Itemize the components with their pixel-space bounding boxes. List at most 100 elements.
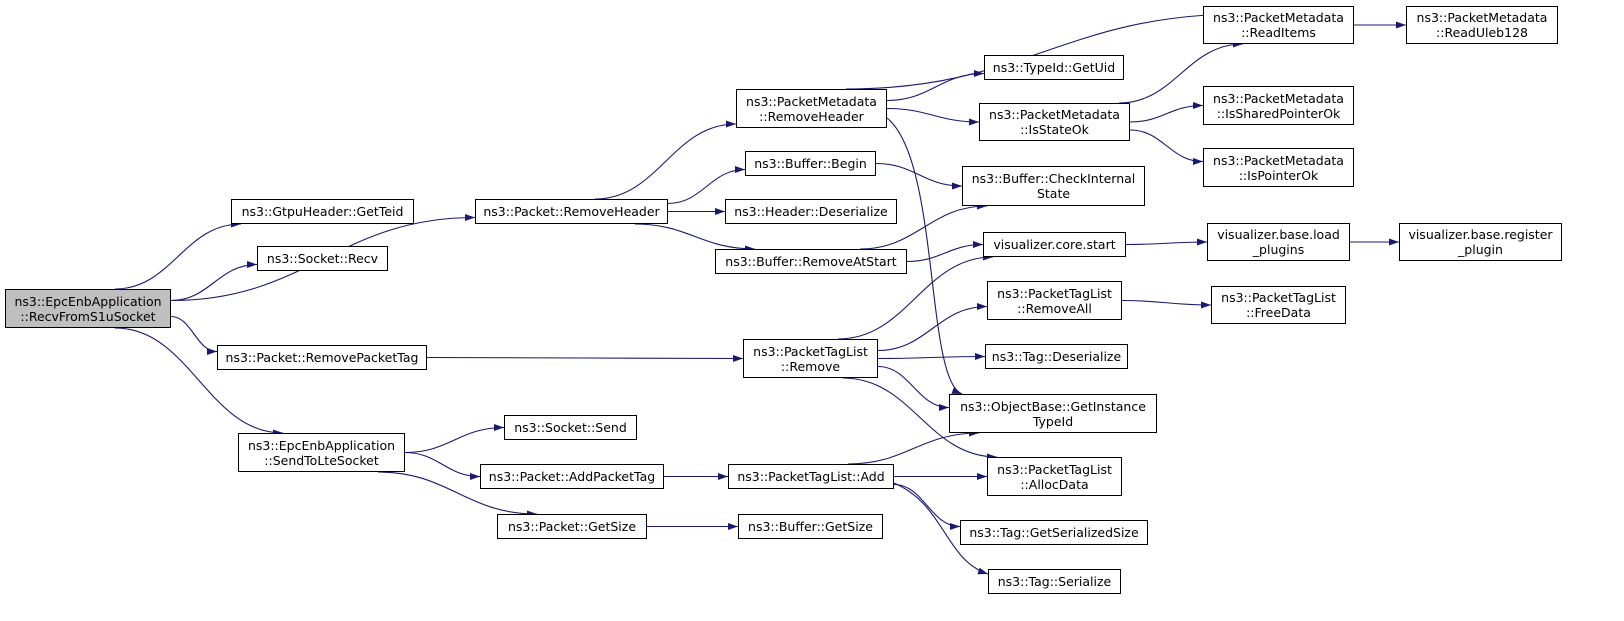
call-edge-ptl-remove-to-objectbase-get-instance-typeid [877,365,950,411]
node-label-line: _plugins [1252,242,1305,257]
node-label-line: ns3::PacketMetadata [1416,10,1548,25]
node-label-line: ns3::GtpuHeader::GetTeid [241,204,404,219]
call-edge-packet-remove-packet-tag-to-ptl-remove [426,354,744,362]
node-label-line: ns3::Packet::RemovePacketTag [225,350,419,365]
node-label-line: visualizer.base.load [1217,227,1340,242]
node-label-line: ns3::PacketTagList [997,285,1112,301]
node-label-line: ns3::Header::Deserialize [734,204,888,219]
node-label-line: ns3::Buffer::GetSize [748,519,873,534]
call-edge-packet-remove-header-to-buffer-begin [667,166,746,205]
node-label-line: ns3::Tag::Deserialize [991,349,1122,364]
node-packet-remove-packet-tag[interactable]: ns3::Packet::RemovePacketTag [217,345,427,370]
node-tag-get-serialized-size[interactable]: ns3::Tag::GetSerializedSize [960,520,1148,545]
call-edge-ptl-remove-to-tag-deserialize [877,353,986,361]
call-edge-ptl-add-to-tag-get-serialized-size [893,483,961,530]
node-label-line: ns3::PacketTagList::Add [737,469,885,484]
call-edge-pm-remove-header-to-typeid-get-uid [886,70,985,102]
node-packet-metadata-is-shared-pointer-ok[interactable]: ns3::PacketMetadata::IsSharedPointerOk [1203,86,1354,125]
node-label-line: ::IsStateOk [1020,122,1089,137]
node-label-line: ::FreeData [1246,305,1311,320]
node-header-deserialize[interactable]: ns3::Header::Deserialize [725,199,897,224]
node-send-to-lte-socket[interactable]: ns3::EpcEnbApplication::SendToLteSocket [238,433,405,472]
node-visualizer-core-start[interactable]: visualizer.core.start [983,232,1126,257]
node-buffer-get-size[interactable]: ns3::Buffer::GetSize [738,514,883,539]
node-label-line: ::RemoveHeader [759,108,864,124]
node-socket-recv[interactable]: ns3::Socket::Recv [257,246,388,271]
call-edge-buffer-remove-at-start-to-visualizer-core-start [906,241,984,263]
node-packet-tag-list-remove[interactable]: ns3::PacketTagList::Remove [743,339,878,378]
node-label-line: ns3::Socket::Recv [266,251,379,266]
call-edge-pm-is-state-ok-to-pm-is-shared-pointer-ok [1129,102,1204,123]
node-label-line: ns3::Buffer::RemoveAtStart [725,254,897,269]
node-label-line: ns3::PacketTagList [997,461,1112,477]
node-buffer-begin[interactable]: ns3::Buffer::Begin [745,151,876,176]
node-packet-metadata-is-state-ok[interactable]: ns3::PacketMetadata::IsStateOk [979,103,1130,141]
node-label-line: ns3::Buffer::Begin [754,156,867,171]
node-label-line: ::SendToLteSocket [264,452,379,468]
call-edge-buffer-remove-at-start-to-buffer-check-internal-state [859,202,988,250]
node-typeid-get-uid[interactable]: ns3::TypeId::GetUid [984,55,1124,80]
node-label-line: ns3::PacketTagList [753,343,868,359]
node-label-line: TypeId [1032,413,1074,429]
node-label-line: ::RecvFromS1uSocket [20,308,156,324]
node-packet-add-packet-tag[interactable]: ns3::Packet::AddPacketTag [480,464,664,489]
node-label-line: State [1036,186,1071,201]
node-visualizer-base-register-plugin[interactable]: visualizer.base.register_plugin [1399,223,1562,261]
node-packet-metadata-is-pointer-ok[interactable]: ns3::PacketMetadata::IsPointerOk [1203,148,1354,187]
call-edge-buffer-begin-to-buffer-check-internal-state [875,162,963,190]
node-packet-tag-list-free-data[interactable]: ns3::PacketTagList::FreeData [1211,286,1346,324]
node-label-line: ns3::PacketMetadata [746,93,877,109]
node-label-line: ns3::Packet::RemoveHeader [483,204,660,219]
node-label-line: ns3::Tag::GetSerializedSize [969,525,1139,540]
node-buffer-remove-at-start[interactable]: ns3::Buffer::RemoveAtStart [715,249,907,274]
call-edge-send-to-lte-socket-to-packet-get-size [377,471,538,518]
call-edge-ptl-remove-to-ptl-remove-all [877,303,988,352]
node-packet-metadata-read-uleb128[interactable]: ns3::PacketMetadata::ReadUleb128 [1406,6,1558,44]
node-label-line: visualizer.base.register [1408,227,1553,242]
node-label-line: ns3::PacketMetadata [1213,90,1344,106]
call-edge-pm-remove-header-to-pm-read-items [845,10,1244,90]
node-packet-get-size[interactable]: ns3::Packet::GetSize [497,514,647,539]
node-recv-from-s1u-socket[interactable]: ns3::EpcEnbApplication::RecvFromS1uSocke… [5,289,171,328]
call-edge-pm-remove-header-to-objectbase-get-instance-typeid [886,117,963,395]
node-label-line: ns3::PacketMetadata [989,107,1120,122]
node-label-line: ns3::Packet::AddPacketTag [488,469,656,484]
node-label-line: ns3::ObjectBase::GetInstance [960,398,1146,414]
call-edge-recv-from-s1u-socket-to-socket-recv [170,261,258,302]
node-visualizer-base-load-plugins[interactable]: visualizer.base.load_plugins [1207,223,1350,261]
node-label-line: visualizer.core.start [993,237,1116,252]
node-packet-remove-header[interactable]: ns3::Packet::RemoveHeader [475,199,668,224]
node-tag-deserialize[interactable]: ns3::Tag::Deserialize [985,344,1128,369]
call-edge-ptl-add-to-objectbase-get-instance-typeid [847,429,980,465]
node-packet-tag-list-add[interactable]: ns3::PacketTagList::Add [728,464,894,489]
call-edge-recv-from-s1u-socket-to-packet-remove-packet-tag [170,315,218,355]
node-label-line: ::IsSharedPointerOk [1216,105,1341,121]
node-label-line: ns3::PacketMetadata [1213,152,1344,168]
node-label-line: ns3::Buffer::CheckInternal [971,171,1136,186]
call-edge-packet-remove-header-to-buffer-remove-at-start [634,223,756,253]
call-edge-send-to-lte-socket-to-packet-add-packet-tag [404,451,481,480]
node-label-line: ::Remove [780,358,841,374]
node-label-line: ns3::EpcEnbApplication [14,293,162,309]
call-edge-ptl-add-to-tag-serialize [893,482,989,575]
node-packet-metadata-read-items[interactable]: ns3::PacketMetadata::ReadItems [1203,6,1354,44]
node-socket-send[interactable]: ns3::Socket::Send [504,415,637,440]
node-tag-serialize[interactable]: ns3::Tag::Serialize [988,569,1121,594]
call-edge-ptl-remove-all-to-ptl-free-data [1121,299,1212,309]
call-edge-pm-is-state-ok-to-pm-is-pointer-ok [1129,129,1204,165]
node-label-line: ns3::Socket::Send [514,420,627,435]
call-edge-pm-is-state-ok-to-pm-read-items [1118,40,1244,104]
node-label-line: ::ReadItems [1241,25,1316,40]
node-packet-tag-list-alloc-data[interactable]: ns3::PacketTagList::AllocData [987,457,1122,496]
call-edge-recv-from-s1u-socket-to-gtpu-get-teid [114,220,242,290]
node-label-line: ::RemoveAll [1017,300,1092,316]
node-label-line: ns3::PacketTagList [1221,290,1336,305]
node-packet-metadata-remove-header[interactable]: ns3::PacketMetadata::RemoveHeader [736,89,887,128]
node-packet-tag-list-remove-all[interactable]: ns3::PacketTagList::RemoveAll [987,281,1122,320]
node-gtpu-get-teid[interactable]: ns3::GtpuHeader::GetTeid [231,199,414,224]
call-edge-packet-remove-header-to-pm-remove-header [594,120,737,200]
call-edge-ptl-remove-to-ptl-alloc-data [842,377,998,461]
